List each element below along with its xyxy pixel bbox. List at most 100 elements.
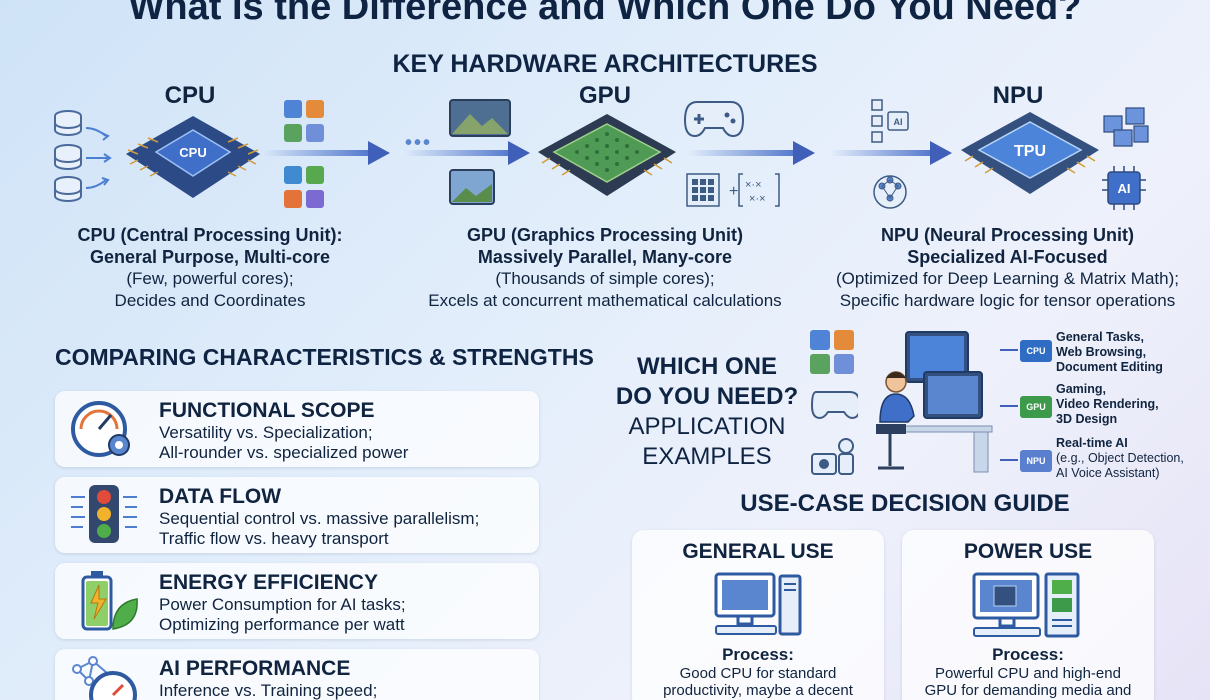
npu-name: NPU (Neural Processing Unit) bbox=[880, 225, 1135, 245]
npu-chip-icon: TPU bbox=[955, 106, 1105, 206]
card-line2: Optimizing performance per watt bbox=[159, 615, 405, 634]
general-process-line2: productivity, maybe a decent bbox=[663, 682, 853, 699]
cpu-mini-chip-icon: CPU bbox=[1020, 340, 1052, 362]
app-example-text: General Tasks, Web Browsing, Document Ed… bbox=[1056, 330, 1206, 375]
app-line3: Document Editing bbox=[1056, 360, 1163, 374]
card-line1: Power Consumption for AI tasks; bbox=[159, 595, 406, 614]
which-line4: EXAMPLES bbox=[642, 443, 772, 470]
power-process-line2: GPU for demanding media and bbox=[924, 682, 1132, 699]
gpu-chip-icon bbox=[532, 108, 682, 208]
svg-text:+: + bbox=[729, 183, 738, 200]
cpu-name: CPU (Central Processing Unit): bbox=[77, 225, 343, 245]
app-icons-column bbox=[808, 328, 862, 489]
gauge-gear-icon bbox=[69, 397, 139, 461]
image-thumbnail-icon bbox=[448, 98, 516, 223]
card-title: ENERGY EFFICIENCY bbox=[159, 571, 378, 594]
comparison-heading: COMPARING CHARACTERISTICS & STRENGTHS bbox=[55, 344, 594, 370]
npu-desc-line2: Specific hardware logic for tensor opera… bbox=[839, 291, 1176, 310]
which-line2: DO YOU NEED? bbox=[615, 383, 799, 410]
app-tiles-icon bbox=[283, 100, 327, 215]
card-line2: Traffic flow vs. heavy transport bbox=[159, 529, 389, 548]
app-example-text: Gaming, Video Rendering, 3D Design bbox=[1056, 382, 1206, 427]
general-use-title: GENERAL USE bbox=[682, 540, 834, 563]
card-title: FUNCTIONAL SCOPE bbox=[159, 399, 375, 422]
card-title: DATA FLOW bbox=[159, 485, 282, 508]
guide-heading: USE-CASE DECISION GUIDE bbox=[740, 490, 1070, 517]
desktop-computer-icon bbox=[714, 570, 804, 645]
app-line3: 3D Design bbox=[1056, 412, 1118, 426]
app-line2: (e.g., Object Detection, bbox=[1056, 451, 1184, 465]
power-process-label: Process: bbox=[992, 645, 1064, 664]
app-example-text: Real-time AI (e.g., Object Detection, AI… bbox=[1056, 436, 1206, 481]
app-line1: General Tasks, bbox=[1056, 330, 1145, 344]
card-line1: Sequential control vs. massive paralleli… bbox=[159, 509, 480, 528]
npu-desc-line1: (Optimized for Deep Learning & Matrix Ma… bbox=[836, 269, 1179, 288]
which-line3: APPLICATION bbox=[628, 413, 786, 440]
cpu-desc-line2: Decides and Coordinates bbox=[114, 291, 306, 310]
svg-text:×·×: ×·× bbox=[745, 179, 762, 191]
power-process-line1: Powerful CPU and high-end bbox=[935, 665, 1121, 682]
ai-flow-icon: AI bbox=[868, 98, 912, 221]
card-line1: Versatility vs. Specialization; bbox=[159, 423, 373, 442]
gamepad-icon bbox=[683, 96, 745, 145]
svg-text:AI: AI bbox=[1118, 181, 1131, 196]
gpu-input-arrow bbox=[405, 150, 510, 156]
cpu-to-gpu-arrow bbox=[262, 150, 368, 156]
npu-mini-chip-icon: NPU bbox=[1020, 450, 1052, 472]
general-process-text: Good CPU for standard productivity, mayb… bbox=[642, 665, 874, 699]
database-icon bbox=[50, 108, 130, 213]
svg-text:TPU: TPU bbox=[1014, 143, 1046, 160]
arrow-head-icon bbox=[508, 141, 530, 165]
card-functional-scope: FUNCTIONAL SCOPE Versatility vs. Special… bbox=[55, 391, 539, 467]
person-at-computer-icon bbox=[862, 328, 997, 483]
app-line2: Web Browsing, bbox=[1056, 345, 1147, 359]
gpu-mini-chip-icon: GPU bbox=[1020, 396, 1052, 418]
cpu-tagline: General Purpose, Multi-core bbox=[89, 247, 331, 267]
gpu-to-npu-arrow bbox=[688, 150, 793, 156]
card-line2: All-rounder vs. specialized power bbox=[159, 443, 409, 462]
general-process-label: Process: bbox=[722, 645, 794, 664]
gpu-description: GPU (Graphics Processing Unit) Massively… bbox=[400, 224, 810, 312]
npu-tagline: Specialized AI-Focused bbox=[907, 247, 1108, 267]
cpu-label: CPU bbox=[164, 82, 216, 109]
which-heading: WHICH ONE DO YOU NEED? APPLICATION EXAMP… bbox=[612, 352, 802, 472]
general-use-card: GENERAL USE Process: Good CPU for standa… bbox=[632, 530, 884, 700]
card-energy-efficiency: ENERGY EFFICIENCY Power Consumption for … bbox=[55, 563, 539, 639]
power-use-card: POWER USE Process: Powerful CPU and high… bbox=[902, 530, 1154, 700]
cpu-desc-line1: (Few, powerful cores); bbox=[126, 269, 294, 288]
card-title: AI PERFORMANCE bbox=[159, 657, 351, 680]
cpu-chip-icon: CPU bbox=[118, 108, 268, 208]
app-line2: Video Rendering, bbox=[1056, 397, 1159, 411]
which-line1: WHICH ONE bbox=[637, 353, 777, 380]
arrow-head-icon bbox=[930, 141, 952, 165]
cube-stack-icon: AI bbox=[1100, 104, 1152, 219]
card-ai-performance: AI PERFORMANCE Inference vs. Training sp… bbox=[55, 649, 539, 700]
data-dots-icon: ••• bbox=[405, 132, 433, 154]
arrow-head-icon bbox=[368, 141, 390, 165]
battery-leaf-icon bbox=[69, 569, 139, 633]
gpu-desc-line2: Excels at concurrent mathematical calcul… bbox=[428, 291, 782, 310]
general-process-line1: Good CPU for standard bbox=[679, 665, 837, 682]
power-pc-icon bbox=[972, 570, 1084, 645]
svg-text:CPU: CPU bbox=[179, 145, 206, 160]
npu-input-arrow bbox=[830, 150, 930, 156]
traffic-light-icon bbox=[69, 483, 139, 547]
network-gauge-icon bbox=[69, 655, 139, 700]
svg-text:×·×: ×·× bbox=[749, 193, 766, 205]
arrow-head-icon bbox=[793, 141, 815, 165]
app-line1: Real-time AI bbox=[1056, 436, 1128, 450]
svg-text:AI: AI bbox=[894, 117, 903, 127]
app-line1: Gaming, bbox=[1056, 382, 1107, 396]
gpu-name: GPU (Graphics Processing Unit) bbox=[466, 225, 744, 245]
power-use-title: POWER USE bbox=[963, 540, 1093, 563]
gpu-desc-line1: (Thousands of simple cores); bbox=[495, 269, 715, 288]
app-line3: AI Voice Assistant) bbox=[1056, 466, 1160, 480]
cpu-description: CPU (Central Processing Unit): General P… bbox=[40, 224, 380, 312]
npu-label: NPU bbox=[992, 82, 1044, 109]
gpu-label: GPU bbox=[578, 82, 631, 109]
card-line1: Inference vs. Training speed; bbox=[159, 681, 378, 700]
architectures-heading: KEY HARDWARE ARCHITECTURES bbox=[392, 50, 818, 78]
card-data-flow: DATA FLOW Sequential control vs. massive… bbox=[55, 477, 539, 553]
gpu-tagline: Massively Parallel, Many-core bbox=[477, 247, 733, 267]
matrix-icon: + ×·× ×·× bbox=[685, 170, 781, 215]
